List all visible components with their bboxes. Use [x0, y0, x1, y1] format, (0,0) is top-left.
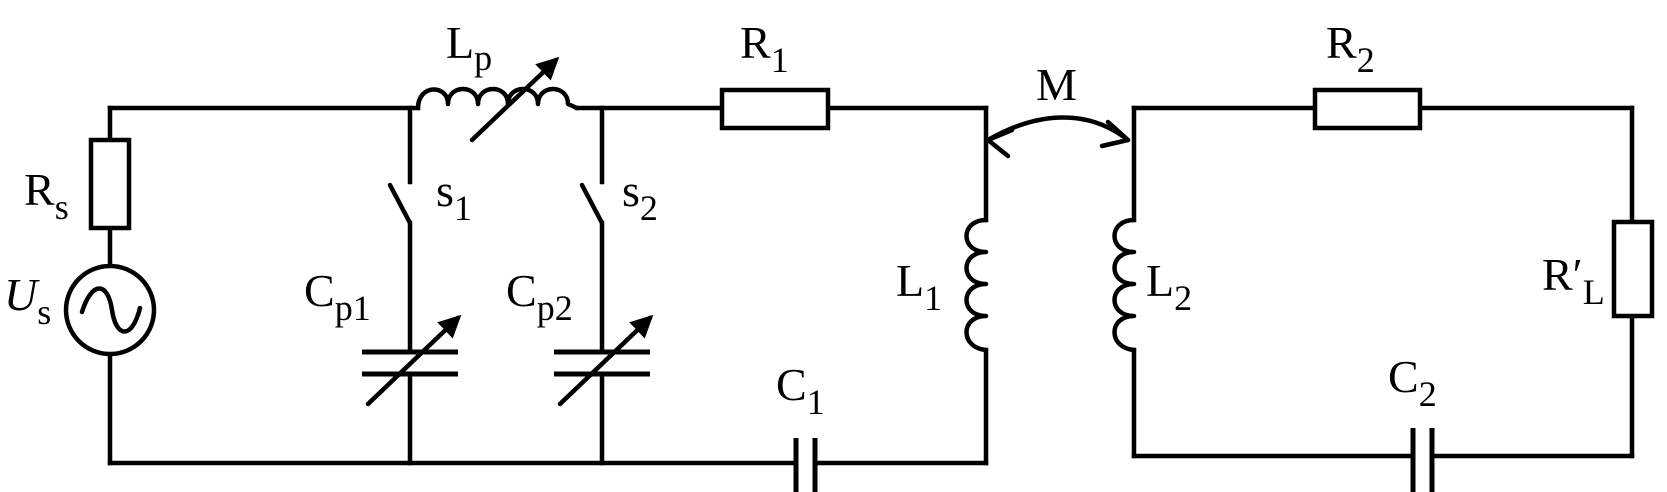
label-l2: L2 [1146, 255, 1192, 318]
inductor-l1 [964, 217, 989, 353]
resistor-rs [88, 137, 132, 231]
resistor-r1 [719, 87, 831, 131]
label-s1: s1 [436, 165, 472, 228]
secondary-wires [1131, 105, 1635, 459]
label-m: M [1036, 59, 1077, 110]
label-cp1: Cp1 [304, 265, 371, 328]
label-rs: Rs [24, 164, 69, 227]
label-lp: Lp [446, 17, 492, 78]
capacitor-c1 [793, 438, 818, 492]
switch-s1 [387, 182, 413, 226]
resistor-rl [1611, 219, 1655, 319]
label-r2: R2 [1326, 17, 1375, 80]
resistor-r2 [1312, 87, 1423, 131]
primary-wires [107, 105, 989, 466]
label-c1: C1 [776, 359, 825, 422]
variable-capacitor-cp1 [362, 314, 462, 407]
ac-source-us [63, 263, 157, 357]
label-c2: C2 [1388, 351, 1437, 414]
label-l1: L1 [896, 255, 942, 318]
variable-inductor-lp [415, 56, 580, 143]
label-cp2: Cp2 [506, 265, 573, 328]
switch-s2 [579, 182, 605, 226]
label-rl: R′L [1542, 249, 1605, 312]
label-us: Us [4, 269, 51, 332]
mutual-inductance-m [985, 115, 1131, 159]
variable-capacitor-cp2 [554, 314, 654, 407]
inductor-l2 [1112, 217, 1137, 353]
label-s2: s2 [622, 165, 658, 228]
label-r1: R1 [740, 17, 789, 80]
capacitor-c2 [1410, 428, 1435, 492]
